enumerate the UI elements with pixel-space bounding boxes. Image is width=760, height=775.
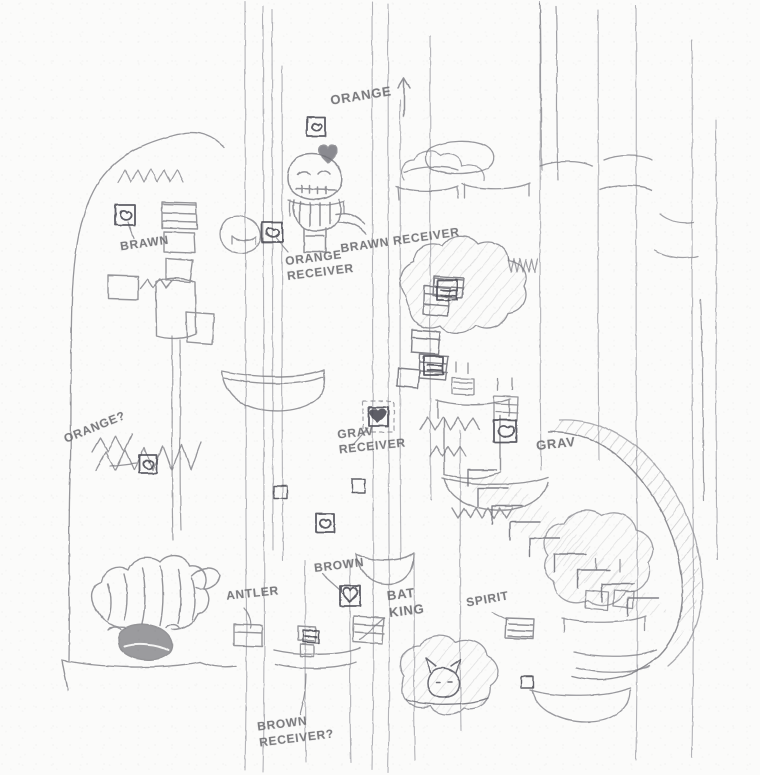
left-support-column (171, 335, 182, 541)
cloud-hatching-lower (543, 509, 654, 607)
right-wall-outline (539, 3, 705, 501)
hanging-column (435, 398, 511, 479)
pickup-mid-swirl[interactable] (315, 513, 335, 533)
pickup-mid-left[interactable] (261, 221, 283, 243)
brown-receiver-leader (299, 673, 307, 715)
orange-up-arrow (397, 77, 411, 117)
pickup-brawn[interactable] (114, 204, 136, 226)
pickup-bottom[interactable] (520, 675, 534, 689)
pickup-antler-head[interactable] (302, 629, 320, 644)
pickup-grav-heart[interactable] (368, 406, 389, 427)
jagged-ceiling-upper-left (117, 168, 184, 183)
stalactite-teeth (507, 257, 539, 273)
bottom-hatched-island (399, 635, 499, 716)
pickup-small-1[interactable] (273, 485, 288, 500)
pickup-cloud-a[interactable] (436, 279, 458, 301)
column-machine (451, 361, 519, 422)
bat-king-leader (359, 617, 385, 641)
platform-blocks-left (107, 201, 215, 345)
hero-platform (287, 199, 345, 217)
orange-question-leader (109, 462, 137, 467)
grav-receiver-leader (351, 427, 369, 447)
antler-creature (425, 657, 462, 699)
tiny-face-creature (219, 215, 262, 254)
lower-right-ledges (529, 557, 657, 723)
upper-right-ledges (395, 140, 653, 201)
pickup-boxes-layer (114, 116, 534, 689)
spirit-box (504, 617, 535, 640)
pickup-cloud-b[interactable] (423, 355, 444, 376)
grav-receiver-dashed-frame (362, 400, 395, 433)
pickup-top-orange[interactable] (306, 116, 326, 137)
hero-character (287, 153, 367, 253)
orange-question-zigzag (91, 433, 202, 471)
mouth-creature (91, 555, 221, 661)
hero-heart-icon (317, 144, 339, 164)
spirit-leader (491, 611, 509, 621)
cloud-platform-boxes-upper (396, 275, 465, 389)
pickup-brown-heart[interactable] (339, 585, 361, 607)
bowl-platform (221, 369, 326, 412)
antler-leader (243, 607, 252, 629)
cloud-right-top (401, 150, 485, 181)
pickup-small-2[interactable] (351, 479, 366, 494)
orange-receiver-leader (275, 237, 289, 253)
brown-leader (321, 573, 341, 591)
ground-line-lower-left (61, 659, 237, 691)
pickup-orange-question[interactable] (138, 454, 158, 474)
grav-zigzag-teeth (419, 416, 481, 457)
left-wall-outline (68, 131, 225, 661)
center-bottom-platforms (233, 552, 415, 669)
pickup-grav-right[interactable] (493, 419, 517, 443)
